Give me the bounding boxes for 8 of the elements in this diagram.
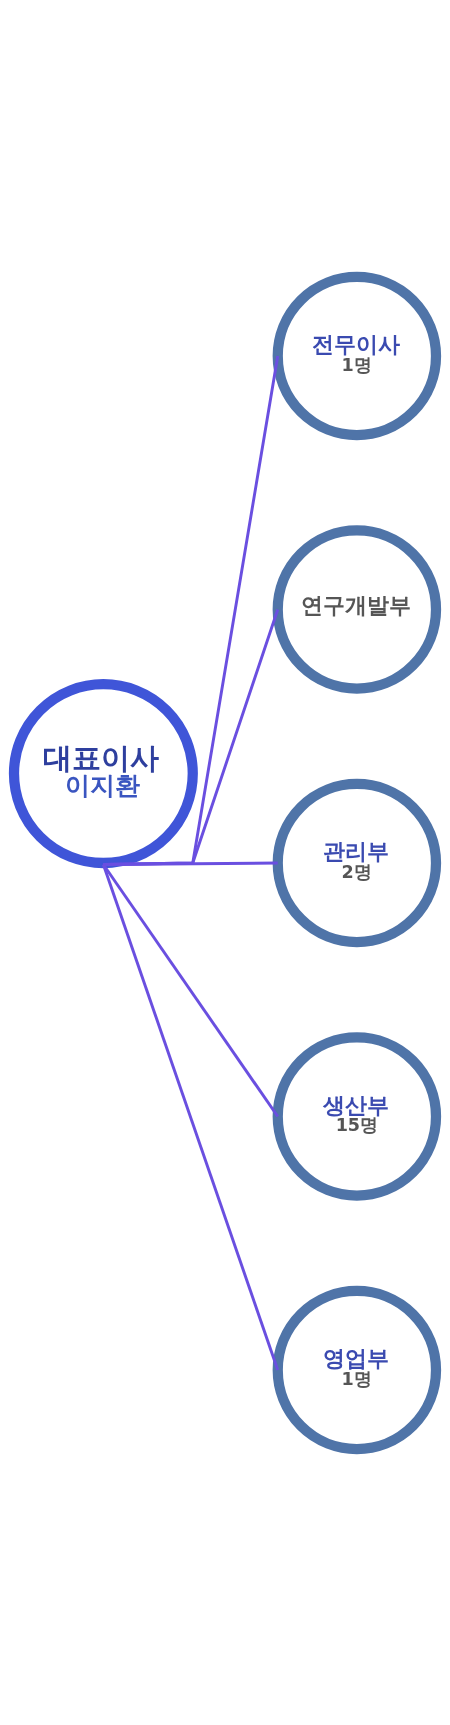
- node-circle: 대표이사 이지환: [8, 678, 198, 868]
- node-circle: 영업부 1명: [272, 1285, 442, 1454]
- node-circle: 관리부 2명: [272, 778, 442, 947]
- connector: [102, 863, 279, 1117]
- node-circle: 연구개발부: [272, 524, 442, 694]
- node-circle: 전무이사 1명: [272, 271, 442, 440]
- connector: [102, 863, 280, 1370]
- node-circle: 생산부 15명: [272, 1031, 442, 1201]
